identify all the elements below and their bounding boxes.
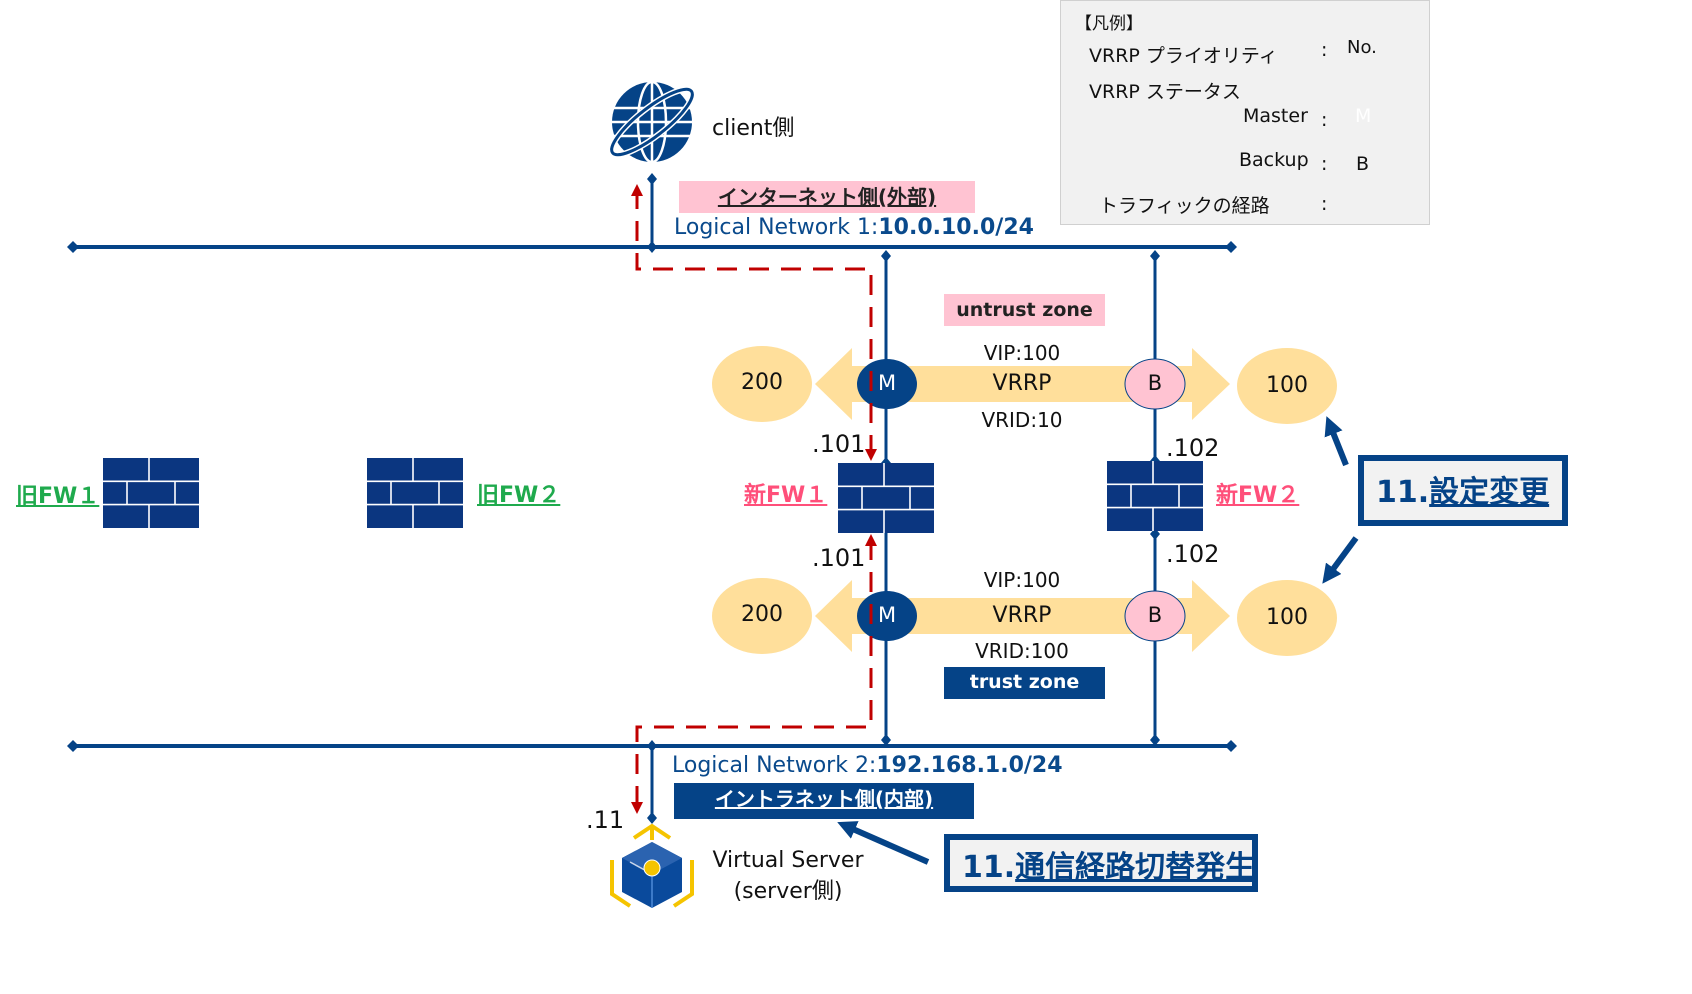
callout-route-switch: 11.通信経路切替発生	[944, 834, 1258, 892]
traffic-route-lower	[631, 534, 877, 814]
network2-prefix: Logical Network 2:	[672, 753, 877, 778]
new-fw1-icon	[837, 462, 935, 534]
legend-priority-sample: No.	[1347, 37, 1377, 58]
new-fw1-label: 新FW１	[744, 483, 828, 508]
ip-fw2-trust: .102	[1166, 540, 1220, 568]
client-label: client側	[712, 116, 795, 141]
master-symbol-trust: M	[877, 603, 897, 627]
vrrp-untrust-name: VRRP	[992, 371, 1052, 396]
new-fw2-icon	[1106, 460, 1204, 532]
ip-fw2-untrust: .102	[1166, 434, 1220, 462]
virtual-server-icon	[610, 823, 694, 908]
vrrp-trust-arrow	[815, 580, 1230, 652]
backup-node-trust	[1124, 590, 1186, 642]
legend-traffic-label: トラフィックの経路	[1099, 195, 1270, 217]
legend-status-label: VRRP ステータス	[1089, 81, 1241, 103]
callout-pointer-down	[1322, 536, 1359, 584]
trust-zone-label: trust zone	[944, 667, 1105, 699]
legend-backup-label: Backup	[1239, 149, 1309, 171]
callout-setting-change-text: 設定変更	[1429, 475, 1550, 510]
old-fw1-label: 旧FW１	[16, 484, 100, 509]
network1-label: Logical Network 1:10.0.10.0/24	[674, 215, 1034, 240]
legend-master-label: Master	[1243, 105, 1308, 127]
legend-priority-label: VRRP プライオリティ	[1089, 45, 1278, 67]
traffic-route-upper	[631, 184, 877, 461]
priority-fw1-untrust: 200	[741, 370, 783, 395]
backup-symbol-untrust: B	[1147, 371, 1163, 395]
priority-fw2-trust: 100	[1266, 605, 1308, 630]
callout-setting-change-num: 11.	[1376, 475, 1430, 510]
legend-backup-symbol: B	[1356, 153, 1370, 175]
intranet-zone-label: イントラネット側(内部)	[674, 783, 974, 819]
globe-icon	[608, 80, 696, 164]
intranet-zone-text: イントラネット側(内部)	[714, 787, 934, 811]
network1-cidr: 10.0.10.0/24	[878, 215, 1034, 240]
vrrp-untrust-vrid: VRID:10	[981, 408, 1063, 432]
network2-label: Logical Network 2:192.168.1.0/24	[672, 753, 1063, 778]
vrrp-trust-vrid: VRID:100	[975, 639, 1069, 663]
ip-fw1-untrust: .101	[812, 430, 866, 458]
old-fw2-icon	[366, 457, 464, 529]
backup-symbol-trust: B	[1147, 603, 1163, 627]
legend-panel: 【凡例】 VRRP プライオリティ : No. VRRP ステータス Maste…	[1060, 0, 1430, 225]
priority-ellipse-fw2-untrust	[1237, 348, 1337, 424]
priority-fw1-trust: 200	[741, 602, 783, 627]
legend-colon: :	[1321, 193, 1328, 215]
server-label-line1: Virtual Server	[712, 848, 864, 873]
master-symbol-untrust: M	[877, 371, 897, 395]
callout-pointer-up	[1324, 416, 1349, 467]
callout-route-switch-num: 11.	[962, 850, 1016, 885]
untrust-zone-label: untrust zone	[944, 294, 1105, 326]
server-label-line2: (server側)	[733, 879, 843, 904]
legend-colon: :	[1321, 39, 1328, 61]
backup-node-untrust	[1124, 358, 1186, 410]
legend-colon: :	[1321, 109, 1328, 131]
legend-title: 【凡例】	[1075, 14, 1143, 34]
priority-ellipse-fw2-trust	[1237, 580, 1337, 656]
ip-server: .11	[586, 806, 625, 834]
server-label: Virtual Server (server側)	[708, 848, 868, 905]
vrrp-untrust-vip: VIP:100	[983, 341, 1061, 365]
old-fw2-label: 旧FW２	[477, 483, 561, 508]
vrrp-trust-name: VRRP	[992, 603, 1052, 628]
network2-cidr: 192.168.1.0/24	[876, 753, 1063, 778]
legend-master-symbol: M	[1355, 105, 1372, 127]
internet-zone-label: インターネット側(外部)	[679, 181, 975, 213]
callout-route-switch-text: 通信経路切替発生	[1015, 850, 1256, 885]
vrrp-trust-vip: VIP:100	[983, 568, 1061, 592]
new-fw2-label: 新FW２	[1216, 483, 1300, 508]
callout-setting-change: 11.設定変更	[1358, 455, 1568, 526]
legend-colon: :	[1321, 153, 1328, 175]
network1-prefix: Logical Network 1:	[674, 215, 879, 240]
old-fw1-icon	[102, 457, 200, 529]
internet-zone-text: インターネット側(外部)	[717, 185, 937, 209]
ip-fw1-trust: .101	[812, 544, 866, 572]
priority-fw2-untrust: 100	[1266, 373, 1308, 398]
callout-pointer-intranet	[837, 821, 930, 865]
vrrp-untrust-arrow	[815, 348, 1230, 420]
